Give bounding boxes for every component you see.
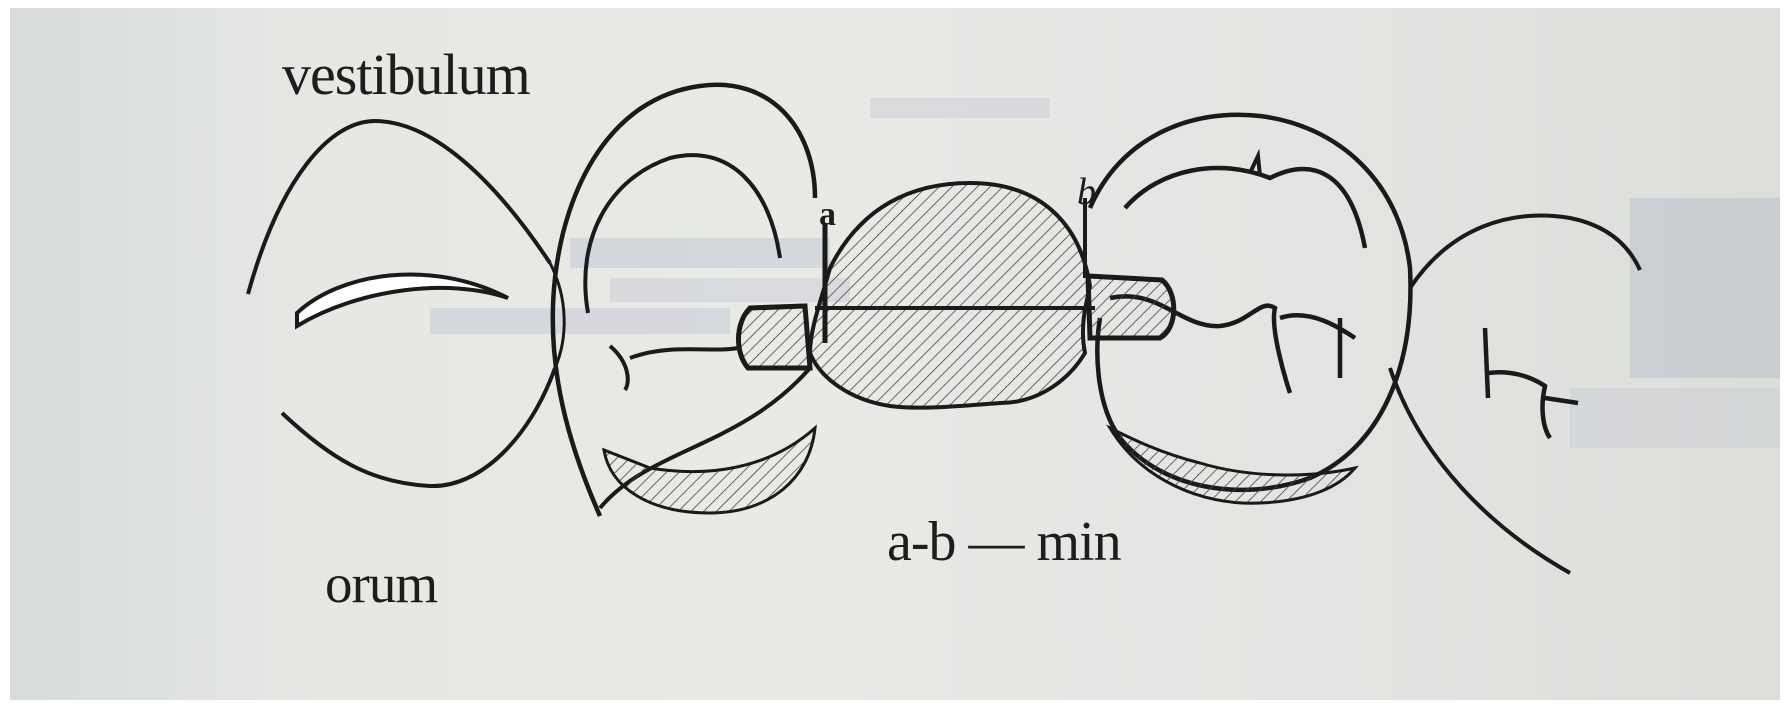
diagram-photo: vestibulum orum a-b — min a b (10, 8, 1780, 700)
left-tooth-outline (248, 121, 564, 486)
tooth-diagram (10, 8, 1780, 700)
vestibulum-label: vestibulum (282, 46, 530, 104)
distal-tooth (1085, 115, 1410, 503)
distance-caption: a-b — min (887, 514, 1121, 570)
mesial-tooth (553, 85, 815, 516)
orum-label: orum (325, 556, 437, 611)
right-tooth-outline (1390, 216, 1640, 573)
central-inlay (810, 183, 1095, 408)
point-a-label: a (819, 198, 836, 232)
point-b-label: b (1077, 173, 1096, 211)
